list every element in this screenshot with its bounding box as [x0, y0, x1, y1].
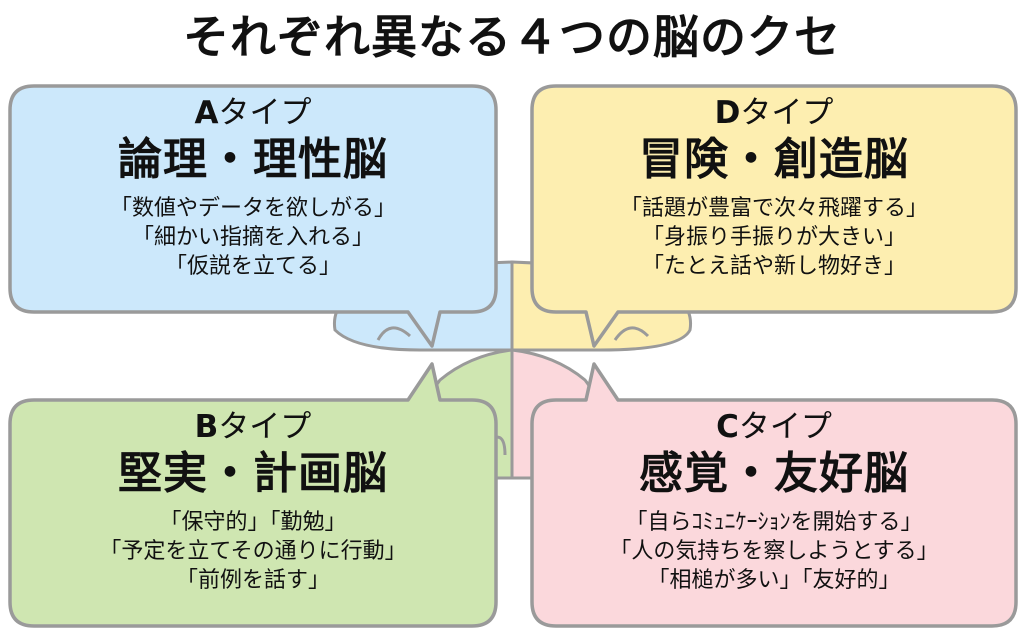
diagram-title: それぞれ異なる４つの脳のクセ: [183, 10, 841, 64]
trait-b-1: 「保守的」「勤勉」: [159, 510, 347, 535]
trait-c-2: 「人の気持ちを察しようとする」: [609, 539, 939, 564]
brain-fold: [376, 326, 412, 341]
card-a: Aタイプ 論理・理性脳 「数値やデータを欲しがる」 「細かい指摘を入れる」 「仮…: [25, 94, 481, 281]
type-label-b: Bタイプ: [194, 409, 312, 445]
type-label-a: Aタイプ: [194, 95, 312, 131]
speech-bubble-c: [530, 362, 1018, 628]
trait-a-3: 「仮説を立てる」: [164, 254, 341, 279]
trait-c-1: 「自らｺﾐｭﾆｹｰｼｮﾝを開始する」: [625, 510, 923, 535]
trait-d-3: 「たとえ話や新し物好き」: [641, 254, 906, 279]
trait-c-3: 「相槌が多い」「友好的」: [647, 568, 901, 593]
card-d: Dタイプ 冒険・創造脳 「話題が豊富で次々飛躍する」 「身振り手振りが大きい」 …: [546, 94, 1002, 281]
trait-d-1: 「話題が豊富で次々飛躍する」: [619, 196, 928, 221]
speech-bubble-b: [8, 362, 498, 628]
speech-bubble-d: [530, 84, 1018, 348]
speech-bubble-a: [8, 84, 498, 348]
trait-b-2: 「予定を立てその通りに行動」: [99, 539, 407, 564]
trait-d-2: 「身振り手振りが大きい」: [641, 225, 906, 250]
trait-a-1: 「数値やデータを欲しがる」: [109, 196, 396, 221]
brain-fold: [613, 326, 650, 341]
brain-type-c: 感覚・友好脳: [639, 448, 909, 499]
card-c: Cタイプ 感覚・友好脳 「自らｺﾐｭﾆｹｰｼｮﾝを開始する」 「人の気持ちを察し…: [546, 408, 1002, 595]
type-label-d: Dタイプ: [714, 95, 834, 131]
trait-b-3: 「前例を話す」: [175, 568, 330, 593]
card-b: Bタイプ 堅実・計画脳 「保守的」「勤勉」 「予定を立てその通りに行動」 「前例…: [25, 408, 481, 595]
brain-type-b: 堅実・計画脳: [118, 448, 388, 499]
brain-type-a: 論理・理性脳: [118, 134, 388, 185]
type-label-c: Cタイプ: [716, 409, 832, 445]
brain-type-d: 冒険・創造脳: [639, 134, 909, 185]
trait-a-2: 「細かい指摘を入れる」: [131, 225, 374, 250]
